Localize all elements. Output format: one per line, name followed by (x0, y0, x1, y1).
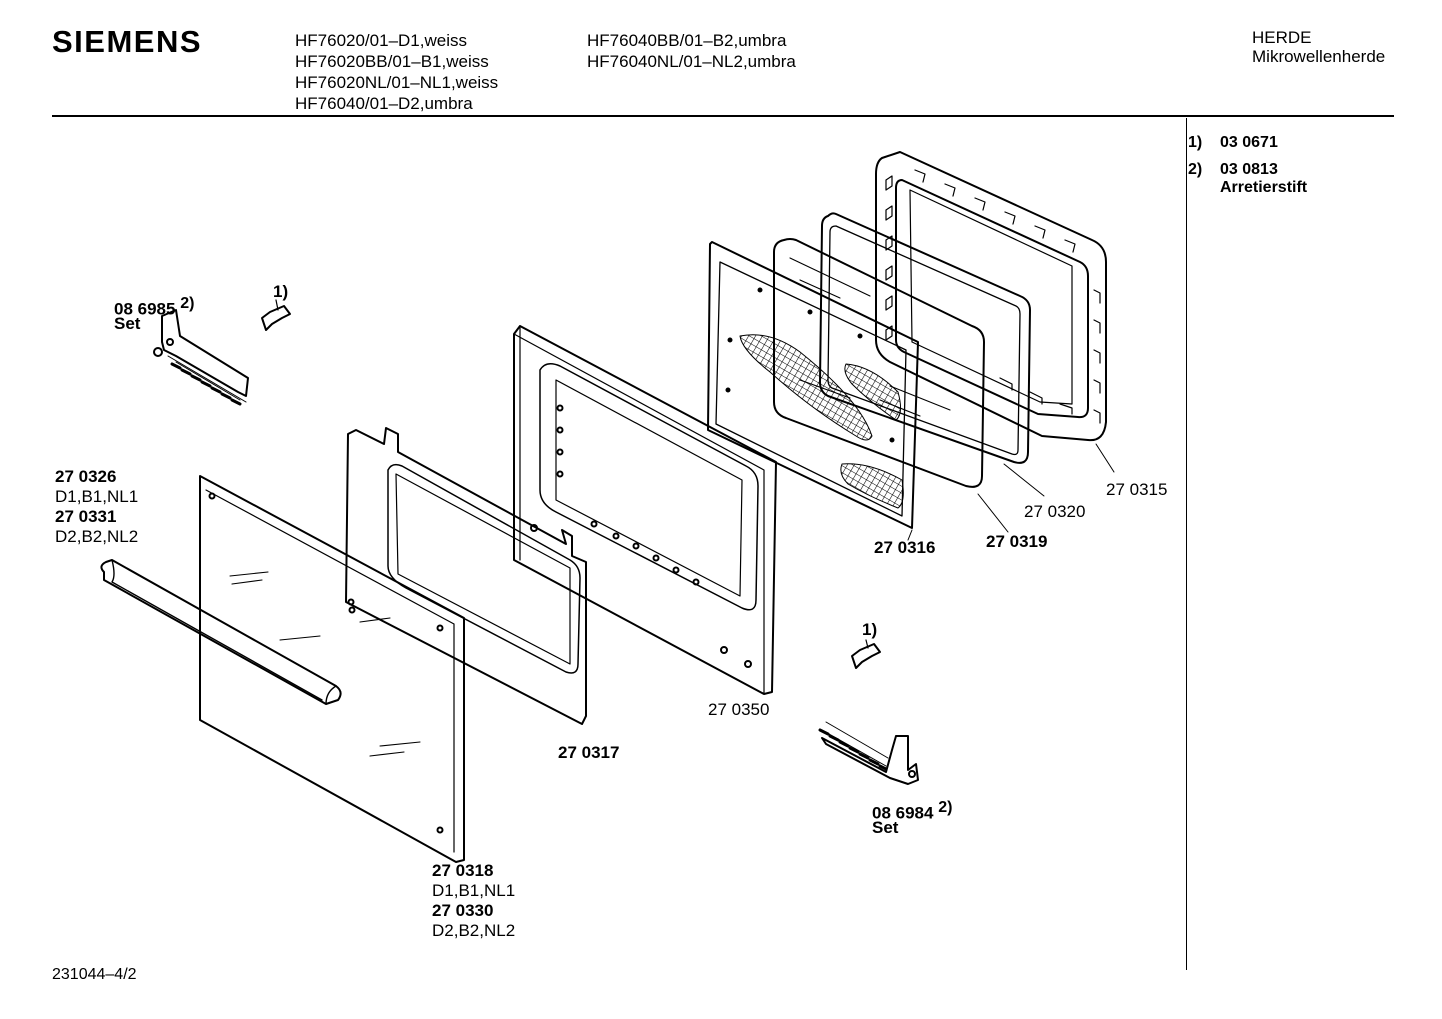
part-number: 08 6984 (872, 803, 934, 823)
model-entry: HF76020/01–D1,weiss (295, 31, 467, 50)
exploded-door-diagram (100, 151, 1115, 863)
right-hinge-part (818, 721, 919, 785)
main-frame-label: 27 0350 (708, 700, 770, 719)
footnote-2: 2) 03 0813 Arretierstift (1188, 161, 1307, 197)
model-entry: HF76040BB/01–B2,umbra (587, 31, 787, 50)
part-number: 27 0330 (432, 901, 494, 920)
part-number: 27 0318 (432, 861, 494, 880)
variant-list: D1,B1,NL1 (55, 487, 139, 506)
footnote-ref: 2) (938, 799, 953, 816)
gasket-part (819, 212, 1031, 464)
footnote-ref: 2) (180, 295, 195, 312)
model-entry: HF76040NL/01–NL2,umbra (587, 52, 796, 71)
glass-label: 27 0319 (986, 532, 1048, 551)
header-rule (52, 115, 1394, 117)
model-entry: HF76020BB/01–B1,weiss (295, 52, 489, 71)
drawing-number: 231044–4/2 (52, 966, 137, 983)
right-hinge-label: 08 6984 2) (872, 798, 952, 824)
main-frame-part (513, 325, 777, 695)
part-number: 27 0331 (55, 507, 117, 526)
category-subtitle: Mikrowellenherde (1252, 47, 1386, 66)
model-entry: HF76040/01–D2,umbra (295, 94, 473, 113)
part-number: 27 0326 (55, 467, 117, 486)
left-hinge-part (153, 309, 249, 406)
footnote-1: 1) 03 0671 (1188, 134, 1307, 152)
model-entry: HF76020NL/01–NL1,weiss (295, 73, 499, 92)
footnote-number: 1) (1188, 134, 1203, 151)
footnote-number: 2) (1188, 161, 1203, 178)
part-number: 08 6985 (114, 299, 176, 319)
brand-logo: SIEMENS (52, 24, 203, 59)
left-hinge-set-label: Set (114, 314, 141, 333)
handle-label: 27 0326 D1,B1,NL1 27 0331 D2,B2,NL2 (55, 467, 138, 547)
outer-panel-label: 27 0318 D1,B1,NL1 27 0330 D2,B2,NL2 (432, 861, 515, 941)
variant-list: D1,B1,NL1 (432, 881, 516, 900)
clip-right-part (851, 639, 881, 669)
footnote-part: 03 0671 (1220, 134, 1278, 151)
glass-part (773, 238, 985, 488)
screen-part (707, 241, 919, 529)
inner-frame-label: 27 0317 (558, 743, 620, 762)
right-hinge-set-label: Set (872, 818, 899, 837)
variant-list: D2,B2,NL2 (55, 527, 139, 546)
model-list-right: HF76040BB/01–B2,umbra HF76040NL/01–NL2,u… (587, 30, 796, 72)
variant-list: D2,B2,NL2 (432, 921, 516, 940)
notes-divider (1186, 118, 1187, 970)
inner-frame-part (345, 427, 587, 725)
clip-left-ref: 1) (273, 282, 289, 301)
model-list-left: HF76020/01–D1,weiss HF76020BB/01–B1,weis… (295, 30, 498, 114)
footnote-desc: Arretierstift (1220, 179, 1308, 196)
outer-panel-part (199, 475, 465, 863)
clip-right-ref: 1) (862, 620, 878, 639)
footnote-part: 03 0813 (1220, 161, 1278, 178)
door-handle-part (100, 559, 342, 705)
clip-left-part (261, 299, 291, 331)
footnotes: 1) 03 0671 2) 03 0813 Arretierstift (1188, 134, 1307, 206)
seal-frame-part (875, 151, 1107, 442)
left-hinge-label: 08 6985 2) (114, 294, 194, 320)
screen-label: 27 0316 (874, 538, 936, 557)
category-block: HERDE Mikrowellenherde (1252, 28, 1385, 66)
seal-frame-label: 27 0315 (1106, 480, 1168, 499)
category-title: HERDE (1252, 28, 1312, 47)
gasket-label: 27 0320 (1024, 502, 1086, 521)
